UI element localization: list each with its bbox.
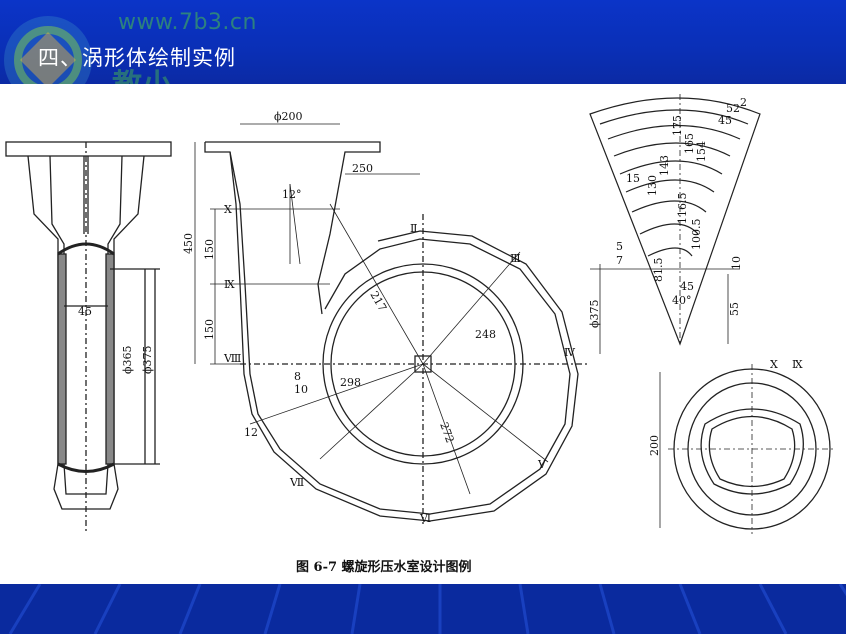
- technical-drawing: 45 ϕ365 ϕ375: [0, 84, 846, 584]
- dim-7: 7: [616, 254, 623, 267]
- dim-365: ϕ365: [121, 346, 134, 375]
- dim-8: 8: [294, 370, 301, 383]
- dim-250: 250: [352, 162, 373, 175]
- label-x-ring: X: [770, 358, 778, 371]
- slide-footer: [0, 584, 846, 634]
- figure-caption: 图 6-7 螺旋形压水室设计图例: [296, 560, 472, 575]
- slide-header: [0, 0, 846, 84]
- dim-2: 2: [740, 96, 747, 109]
- dim-12: 12: [244, 426, 258, 439]
- dim-12deg: 12°: [282, 188, 302, 201]
- dim-100-5: 100.5: [690, 219, 703, 251]
- label-ii: Ⅱ: [410, 222, 417, 235]
- dim-150-upper: 150: [203, 239, 216, 260]
- site-watermark: www.7b3.cn: [118, 10, 257, 35]
- dim-175: 175: [671, 115, 684, 136]
- side-section-view: [5, 141, 172, 534]
- dim-40deg: 40°: [672, 294, 692, 307]
- dim-phi200: ϕ200: [274, 110, 303, 123]
- label-viii: Ⅷ: [223, 352, 241, 365]
- cone-section-view: [589, 94, 761, 354]
- label-ix: Ⅸ: [224, 278, 235, 291]
- dim-10: 10: [294, 383, 308, 396]
- dim-143: 143: [658, 155, 671, 176]
- dim-81-5: 81.5: [652, 258, 665, 283]
- label-v: Ⅴ: [537, 458, 547, 471]
- label-vi: Ⅵ: [419, 512, 431, 525]
- dim-130: 130: [646, 175, 659, 196]
- label-ix-ring: Ⅸ: [792, 358, 803, 371]
- slide-title: 四、涡形体绘制实例: [38, 46, 236, 70]
- dim-10-right: 10: [730, 256, 743, 270]
- dim-55: 55: [728, 302, 741, 316]
- label-iv: Ⅳ: [564, 346, 576, 359]
- dim-272: 272: [437, 421, 456, 445]
- ring-section-view: [659, 364, 836, 534]
- dim-375: ϕ375: [141, 346, 154, 375]
- dim-200-ring: 200: [648, 435, 661, 456]
- dim-217: 217: [367, 289, 389, 314]
- label-iii: Ⅲ: [510, 252, 521, 265]
- dim-15: 15: [626, 172, 640, 185]
- dim-45-right: 45: [680, 280, 694, 293]
- dim-450: 450: [182, 233, 195, 254]
- dim-45-top: 45: [718, 114, 732, 127]
- logo-watermark-icon: [0, 12, 130, 116]
- dim-298: 298: [340, 376, 361, 389]
- dim-52: 52: [726, 102, 740, 115]
- label-vii: Ⅶ: [289, 476, 304, 489]
- dim-248: 248: [475, 328, 496, 341]
- label-x: X: [224, 203, 232, 216]
- dim-154: 154: [695, 141, 708, 162]
- dim-150-lower: 150: [203, 319, 216, 340]
- dim-165: 165: [683, 133, 696, 154]
- dim-116-5: 116.5: [676, 193, 689, 225]
- dim-45-left: 45: [78, 305, 92, 318]
- dim-5: 5: [616, 240, 623, 253]
- volute-plan-view: [194, 123, 590, 524]
- dim-phi375-right: ϕ375: [588, 300, 601, 329]
